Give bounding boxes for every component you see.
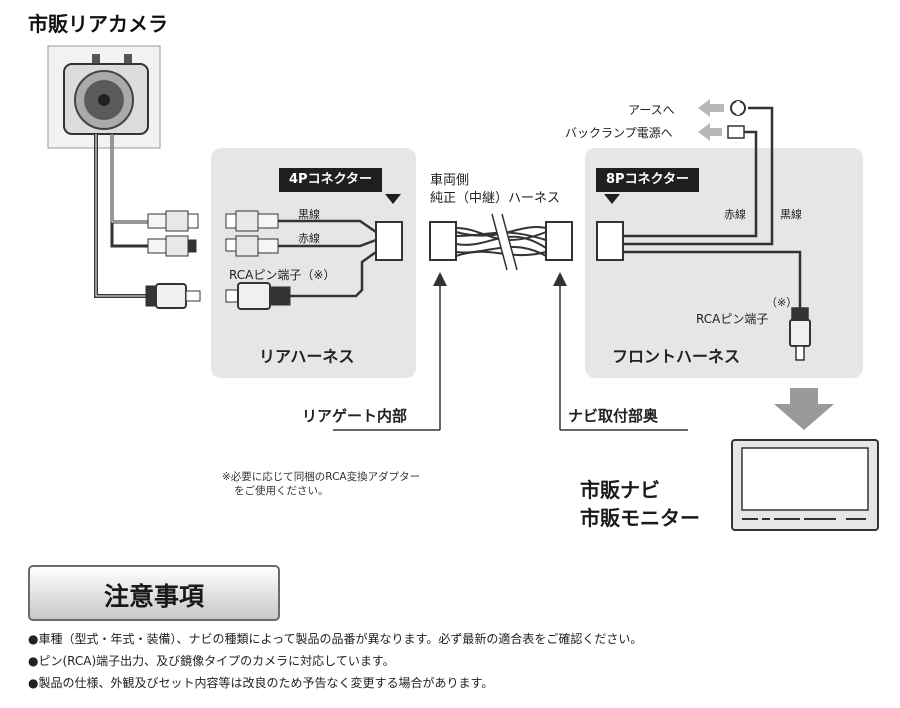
navi-label-line1: 市販ナビ — [580, 478, 660, 502]
bullet-dot: ● — [28, 676, 39, 690]
bullet-dot: ● — [28, 632, 39, 646]
rear-camera-illustration — [47, 45, 161, 149]
front-red-wire-label: 赤線 — [724, 208, 746, 221]
footnote-line2: をご使用ください。 — [234, 485, 329, 497]
caution-bullet-1: ●車種（型式・年式・装備）、ナビの種類によって製品の品番が異なります。必ず最新の… — [28, 630, 642, 647]
footnote-line1: ※必要に応じて同梱のRCA変換アダプター — [222, 471, 421, 483]
caution-bullet-text: 車種（型式・年式・装備）、ナビの種類によって製品の品番が異なります。必ず最新の適… — [38, 632, 643, 646]
rear-gate-label: リアゲート内部 — [302, 407, 408, 425]
bullet-dot: ● — [28, 654, 39, 668]
caution-bullet-text: 製品の仕様、外観及びセット内容等は改良のため予告なく変更する場合があります。 — [38, 676, 494, 690]
caution-bullet-3: ●製品の仕様、外観及びセット内容等は改良のため予告なく変更する場合があります。 — [28, 674, 493, 691]
front-rca-note-mark: （※） — [766, 296, 798, 309]
vehicle-harness-label: 車両側 純正（中継）ハーネス — [430, 172, 560, 208]
ground-label: アースへ — [628, 103, 675, 117]
vehicle-harness-label-line1: 車両側 — [430, 173, 470, 188]
navi-label-line2: 市販モニター — [580, 506, 700, 530]
caution-header-box — [28, 565, 280, 621]
backlamp-label: バックランプ電源へ — [565, 126, 673, 140]
navi-label: 市販ナビ 市販モニター — [580, 476, 700, 532]
caution-title: 注意事項 — [104, 582, 205, 611]
caution-bullet-2: ●ピン(RCA)端子出力、及び鏡像タイプのカメラに対応しています。 — [28, 652, 395, 669]
footnote: ※必要に応じて同梱のRCA変換アダプター をご使用ください。 — [222, 470, 420, 498]
front-rca-label: RCAピン端子 — [696, 312, 769, 326]
rear-black-wire-label: 黒線 — [298, 208, 320, 221]
8p-connector-pointer — [604, 194, 620, 204]
page-title: 市販リアカメラ — [28, 12, 168, 36]
vehicle-harness-label-line2: 純正（中継）ハーネス — [430, 191, 561, 206]
caution-bullet-text: ピン(RCA)端子出力、及び鏡像タイプのカメラに対応しています。 — [38, 654, 395, 668]
front-black-wire-label: 黒線 — [780, 208, 802, 221]
rear-red-wire-label: 赤線 — [298, 232, 320, 245]
front-harness-title: フロントハーネス — [612, 347, 741, 366]
4p-connector-tag: 4Pコネクター — [279, 168, 383, 192]
rear-rca-label: RCAピン端子（※） — [229, 268, 336, 282]
4p-connector-pointer — [385, 194, 401, 204]
navi-monitor-illustration — [731, 439, 879, 531]
navi-back-label: ナビ取付部奥 — [568, 407, 659, 425]
8p-connector-tag: 8Pコネクター — [596, 168, 700, 192]
rear-harness-title: リアハーネス — [259, 347, 355, 366]
